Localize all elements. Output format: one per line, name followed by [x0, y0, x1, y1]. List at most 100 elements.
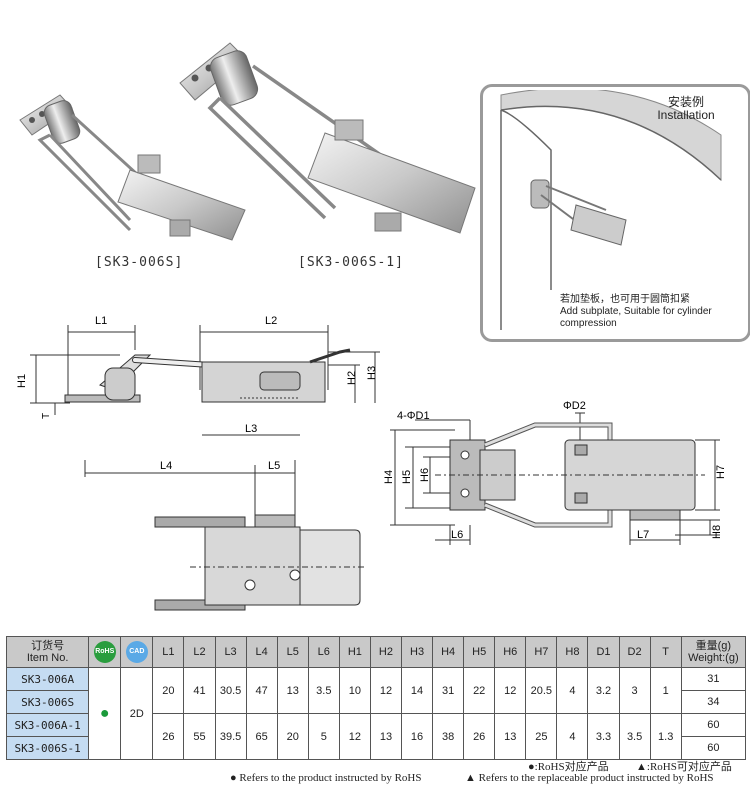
value-cell: 13 — [276, 667, 309, 714]
header-col: H5 — [463, 636, 496, 668]
header-weight-cn: 重量(g) — [695, 640, 732, 652]
header-weight: 重量(g) Weight:(g) — [680, 636, 747, 668]
header-col: L2 — [183, 636, 216, 668]
dim-h5: H5 — [401, 470, 413, 484]
value-cell: 14 — [400, 667, 434, 714]
caption-sk3-006s: [SK3-006S] — [95, 255, 184, 270]
value-cell: 1 — [649, 667, 682, 714]
header-rohs: RoHS — [88, 636, 122, 668]
dim-h8: H8 — [711, 525, 723, 539]
value-cell: 26 — [152, 713, 185, 760]
value-cell: 1.3 — [649, 713, 682, 760]
table-header-row: 订货号 Item No. RoHS CAD L1 L2 L3 L4 L5 L6 … — [5, 636, 747, 668]
value-cell: 12 — [369, 667, 403, 714]
header-col: H2 — [369, 636, 403, 668]
dim-l2: L2 — [265, 315, 277, 327]
header-col: L6 — [307, 636, 340, 668]
header-col: H8 — [556, 636, 589, 668]
item-no-cell: SK3-006A-1 — [5, 713, 90, 737]
header-item-en: Item No. — [26, 652, 69, 664]
dim-t: T — [41, 413, 52, 419]
caption-sk3-006s-1: [SK3-006S-1] — [298, 255, 404, 270]
header-col: L4 — [245, 636, 278, 668]
header-col: H3 — [400, 636, 434, 668]
dim-l6: L6 — [451, 529, 463, 541]
weight-cell: 60 — [680, 713, 747, 737]
value-cell: 25 — [525, 713, 558, 760]
cad-cell: 2D — [120, 667, 154, 760]
header-col: D1 — [587, 636, 620, 668]
value-cell: 12 — [338, 713, 371, 760]
rohs-dot-icon: ● — [99, 704, 110, 722]
table-row: SK3-006A ● 2D 20 41 30.5 47 13 3.5 10 12… — [5, 667, 747, 760]
weight-cell: 34 — [680, 690, 747, 714]
front-view-drawing: 4-ΦD1 ΦD2 H4 H5 H6 H7 H8 L6 L7 — [383, 400, 727, 545]
header-weight-en: Weight:(g) — [688, 652, 739, 664]
value-cell: 22 — [463, 667, 496, 714]
value-cell: 39.5 — [214, 713, 247, 760]
header-item-no: 订货号 Item No. — [5, 636, 90, 668]
rohs-cell: ● — [88, 667, 122, 760]
value-cell: 13 — [494, 713, 527, 760]
installation-title-cn: 安装例 — [667, 95, 704, 109]
value-cell: 20 — [152, 667, 185, 714]
dim-l3: L3 — [245, 423, 257, 435]
value-cell: 3.5 — [307, 667, 340, 714]
weight-cell: 31 — [680, 667, 747, 691]
value-cell: 10 — [338, 667, 371, 714]
dim-h2: H2 — [346, 371, 358, 385]
installation-note-en-1: Add subplate, Suitable for cylinder — [560, 306, 712, 317]
dim-l1: L1 — [95, 315, 107, 327]
cad-icon: CAD — [125, 641, 148, 663]
value-cell: 3.5 — [618, 713, 651, 760]
dim-l4: L4 — [160, 460, 172, 472]
value-cell: 47 — [245, 667, 278, 714]
header-col: H1 — [338, 636, 371, 668]
installation-illustration — [500, 90, 722, 330]
value-cell: 65 — [245, 713, 278, 760]
dim-d1: 4-ΦD1 — [397, 410, 430, 422]
value-cell: 3.3 — [587, 713, 620, 760]
value-cell: 4 — [556, 667, 589, 714]
item-no-cell: SK3-006A — [5, 667, 90, 691]
value-cell: 16 — [400, 713, 434, 760]
legend-rohs-en: ● Refers to the product instructed by Ro… — [230, 772, 422, 784]
legend-replace-en: ▲ Refers to the replaceable product inst… — [465, 772, 714, 784]
value-cell: 41 — [183, 667, 216, 714]
header-col: L5 — [276, 636, 309, 668]
rohs-icon: RoHS — [93, 641, 116, 663]
top-view-drawing: L4 L5 — [84, 460, 365, 611]
value-cell: 30.5 — [214, 667, 247, 714]
header-col: H7 — [525, 636, 558, 668]
spec-table: 订货号 Item No. RoHS CAD L1 L2 L3 L4 L5 L6 … — [5, 636, 747, 760]
header-col: L3 — [214, 636, 247, 668]
table-row: SK3-006S-1 60 — [5, 736, 747, 760]
side-view-drawing: L1 L2 L3 H1 H2 H3 T — [16, 315, 380, 436]
dim-d2: ΦD2 — [563, 400, 586, 412]
value-cell: 5 — [307, 713, 340, 760]
header-col: H6 — [494, 636, 527, 668]
installation-title-en: Installation — [657, 108, 715, 122]
value-cell: 20.5 — [525, 667, 558, 714]
dim-h1: H1 — [16, 374, 28, 388]
installation-note-en-2: compression — [560, 318, 617, 329]
dim-l5: L5 — [268, 460, 280, 472]
header-col: D2 — [618, 636, 651, 668]
table-row: SK3-006S 34 — [5, 690, 747, 714]
product-photo-large — [179, 42, 476, 234]
header-item-cn: 订货号 — [31, 640, 65, 652]
legend-replace-cn: ▲:RoHS可对应产品 — [636, 761, 732, 773]
value-cell: 55 — [183, 713, 216, 760]
dim-h3: H3 — [366, 366, 378, 380]
value-cell: 38 — [432, 713, 465, 760]
value-cell: 26 — [463, 713, 496, 760]
installation-note-cn: 若加垫板，也可用于圆筒扣紧 — [560, 294, 690, 305]
product-photo-small — [19, 94, 246, 241]
header-col: L1 — [152, 636, 185, 668]
value-cell: 3.2 — [587, 667, 620, 714]
weight-cell: 60 — [680, 736, 747, 760]
item-no-cell: SK3-006S — [5, 690, 90, 714]
value-cell: 4 — [556, 713, 589, 760]
item-no-cell: SK3-006S-1 — [5, 736, 90, 760]
dim-h6: H6 — [419, 468, 431, 482]
